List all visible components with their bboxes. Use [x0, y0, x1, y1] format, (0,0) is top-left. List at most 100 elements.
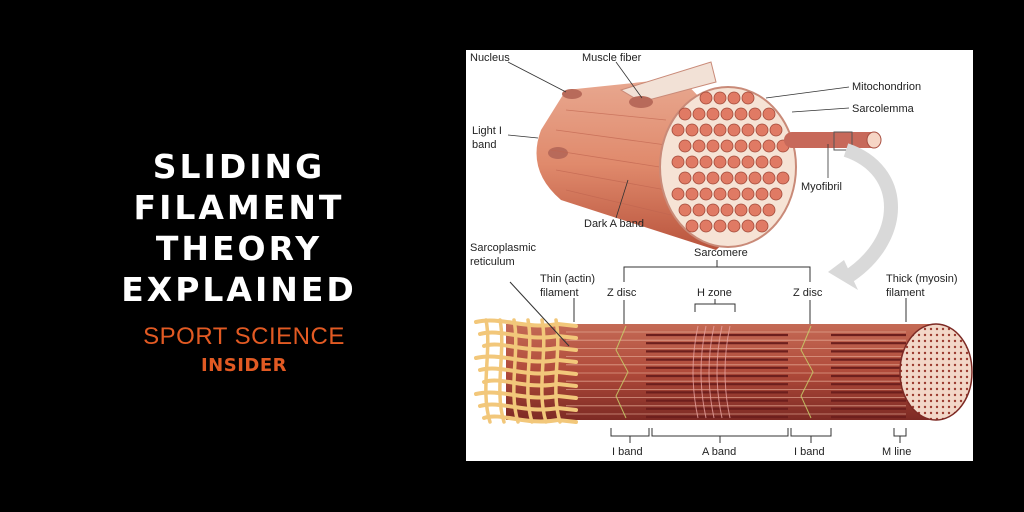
- brand-name: SPORT SCIENCE: [143, 323, 345, 350]
- label-thick-filament: Thick (myosin): [886, 273, 958, 285]
- myofibril-dot: [720, 139, 734, 153]
- myofibril-dot: [741, 155, 755, 169]
- myofibril-dot: [755, 219, 769, 233]
- myofibril-dot: [720, 107, 734, 121]
- label-sarcoplasmic-reticulum: Sarcoplasmic: [470, 242, 537, 254]
- myofibril-dot: [748, 139, 762, 153]
- myofibril-dot: [706, 139, 720, 153]
- myofibril-dot: [734, 203, 748, 217]
- myofibril-dot: [713, 91, 727, 105]
- nucleus-shape: [548, 147, 568, 159]
- myofibril-dot: [685, 187, 699, 201]
- myofibril-dot: [678, 139, 692, 153]
- myofibril-dot: [748, 107, 762, 121]
- myofibril-dot: [671, 187, 685, 201]
- myofibril-dot: [706, 203, 720, 217]
- myofibril-dot: [692, 171, 706, 185]
- zoom-box: [833, 131, 853, 151]
- zoom-arrow-head: [828, 260, 858, 290]
- myofibril-dot: [741, 187, 755, 201]
- myofibril-dot: [713, 123, 727, 137]
- myofibril-dot: [699, 91, 713, 105]
- myofibril-dot: [755, 187, 769, 201]
- label-dark-a-band: Dark A band: [584, 218, 644, 230]
- myofibril-dot: [741, 123, 755, 137]
- nucleus-shape: [629, 96, 653, 108]
- myofibril-dot: [748, 171, 762, 185]
- label-light-i-band-2: band: [472, 139, 496, 151]
- myofibril-dot: [755, 123, 769, 137]
- label-h-zone: H zone: [697, 287, 732, 299]
- label-thin-filament: Thin (actin): [540, 273, 595, 285]
- myofibril-dot: [776, 171, 790, 185]
- myofibril-dot: [699, 187, 713, 201]
- myofibril-dot: [720, 203, 734, 217]
- label-z-disc-left: Z disc: [607, 287, 637, 299]
- sarcoplasmic-reticulum-mesh: [474, 318, 578, 424]
- myofibril-tube: [784, 132, 879, 148]
- myofibril-dot: [685, 219, 699, 233]
- myofibril-dot: [692, 139, 706, 153]
- myofibril-bundle: [671, 91, 790, 233]
- myofibril-dot: [699, 155, 713, 169]
- zoom-arrow: [842, 143, 898, 284]
- myofibril-dot: [699, 123, 713, 137]
- myofibril-cross-section: [899, 323, 973, 421]
- myofibril-dot: [720, 171, 734, 185]
- muscle-diagram-panel: Nucleus Muscle fiber Mitochondrion Sarco…: [466, 50, 973, 461]
- label-thin-filament-2: filament: [540, 287, 579, 299]
- title-line-4: EXPLAINED: [121, 270, 357, 309]
- myofibril-dot: [769, 123, 783, 137]
- myofibril-dot: [727, 219, 741, 233]
- myofibril-dot: [748, 203, 762, 217]
- myofibril-dot: [685, 155, 699, 169]
- myofibril-dot: [692, 107, 706, 121]
- label-a-band: A band: [702, 446, 736, 458]
- label-light-i-band: Light I: [472, 125, 502, 137]
- label-mitochondrion: Mitochondrion: [852, 81, 921, 93]
- muscle-diagram: Nucleus Muscle fiber Mitochondrion Sarco…: [470, 52, 973, 458]
- label-i-band-right: I band: [794, 446, 825, 458]
- myofibril-dot: [713, 155, 727, 169]
- myofibril-dot: [671, 155, 685, 169]
- myofibril-dot: [727, 187, 741, 201]
- myofibril-end: [866, 131, 882, 149]
- label-myofibril: Myofibril: [801, 181, 842, 193]
- label-m-line: M line: [882, 446, 911, 458]
- myofibril-dot: [741, 91, 755, 105]
- label-nucleus: Nucleus: [470, 52, 510, 64]
- myofibril-dot: [713, 219, 727, 233]
- myofibril-dot: [706, 107, 720, 121]
- title-line-2: FILAMENT: [133, 188, 345, 227]
- myofibril-dot: [671, 123, 685, 137]
- myofibril-dot: [734, 139, 748, 153]
- myofibril-dot: [678, 203, 692, 217]
- myofibril-dot: [699, 219, 713, 233]
- myofibril-dot: [762, 171, 776, 185]
- myofibril-dot: [734, 171, 748, 185]
- myofibril-dot: [727, 155, 741, 169]
- myofibril-dot: [769, 187, 783, 201]
- myofibril-dot: [692, 203, 706, 217]
- title-area: SLIDING FILAMENT THEORY EXPLAINED SPORT …: [0, 0, 466, 512]
- label-z-disc-right: Z disc: [793, 287, 823, 299]
- myofibril-dot: [762, 139, 776, 153]
- myofibril-dot: [727, 91, 741, 105]
- myofibril-dot: [685, 123, 699, 137]
- title-line-3: THEORY: [155, 229, 323, 268]
- label-sarcolemma: Sarcolemma: [852, 103, 915, 115]
- myofibril-dot: [727, 123, 741, 137]
- label-sarcoplasmic-reticulum-2: reticulum: [470, 256, 515, 268]
- label-i-band-left: I band: [612, 446, 643, 458]
- myofibril-dot: [755, 155, 769, 169]
- label-sarcomere: Sarcomere: [694, 247, 748, 259]
- myofibril-dot: [734, 107, 748, 121]
- muscle-fiber-illustration: [536, 61, 898, 290]
- brand-subname: INSIDER: [200, 355, 288, 376]
- myofibril-dot: [741, 219, 755, 233]
- myofibril-dot: [769, 155, 783, 169]
- myofibril-dot: [713, 187, 727, 201]
- nucleus-shape: [562, 89, 582, 99]
- myofibril-dot: [762, 107, 776, 121]
- label-muscle-fiber: Muscle fiber: [582, 52, 642, 64]
